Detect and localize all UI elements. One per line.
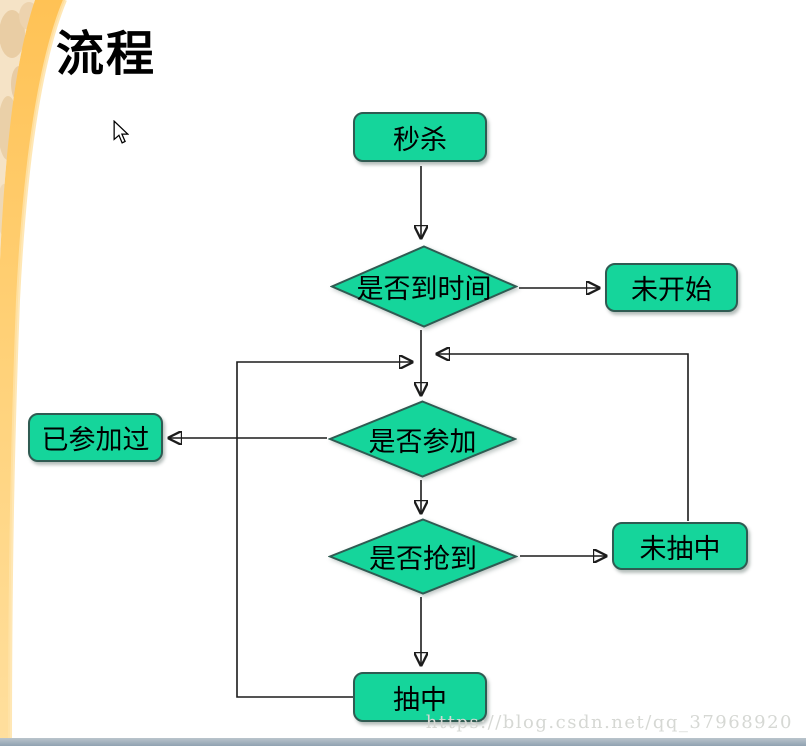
node-label: 未抽中 <box>639 533 721 564</box>
page-title: 流程 <box>56 28 157 81</box>
node-label: 是否抢到 <box>369 544 477 574</box>
footer-bar <box>0 738 806 746</box>
node-weichouzhong: 未抽中 <box>612 522 748 570</box>
node-label: 是否参加 <box>368 426 477 457</box>
node-label: 未开始 <box>631 275 712 305</box>
slide-decoration-band <box>0 0 67 746</box>
node-label: 抽中 <box>393 684 447 715</box>
node-chouzhong: 抽中 <box>353 672 487 722</box>
diamond-shape <box>328 518 518 595</box>
node-label: 秒杀 <box>393 124 447 155</box>
node-shifoudaoshijian: 是否到时间 <box>330 245 518 328</box>
node-shifouqiangdao: 是否抢到 <box>328 518 518 595</box>
mouse-cursor-icon <box>113 120 129 144</box>
node-label: 已参加过 <box>41 425 150 455</box>
node-miaosha: 秒杀 <box>353 112 487 162</box>
watermark-url: https://blog.csdn.net/qq_37968920 <box>425 712 793 733</box>
diamond-shape <box>328 400 517 478</box>
node-yicanjiaguo: 已参加过 <box>28 413 163 462</box>
node-weikaishi: 未开始 <box>605 263 738 312</box>
diamond-shape <box>330 245 518 328</box>
node-label: 是否到时间 <box>356 274 492 304</box>
node-shifoucanjia: 是否参加 <box>328 400 517 478</box>
